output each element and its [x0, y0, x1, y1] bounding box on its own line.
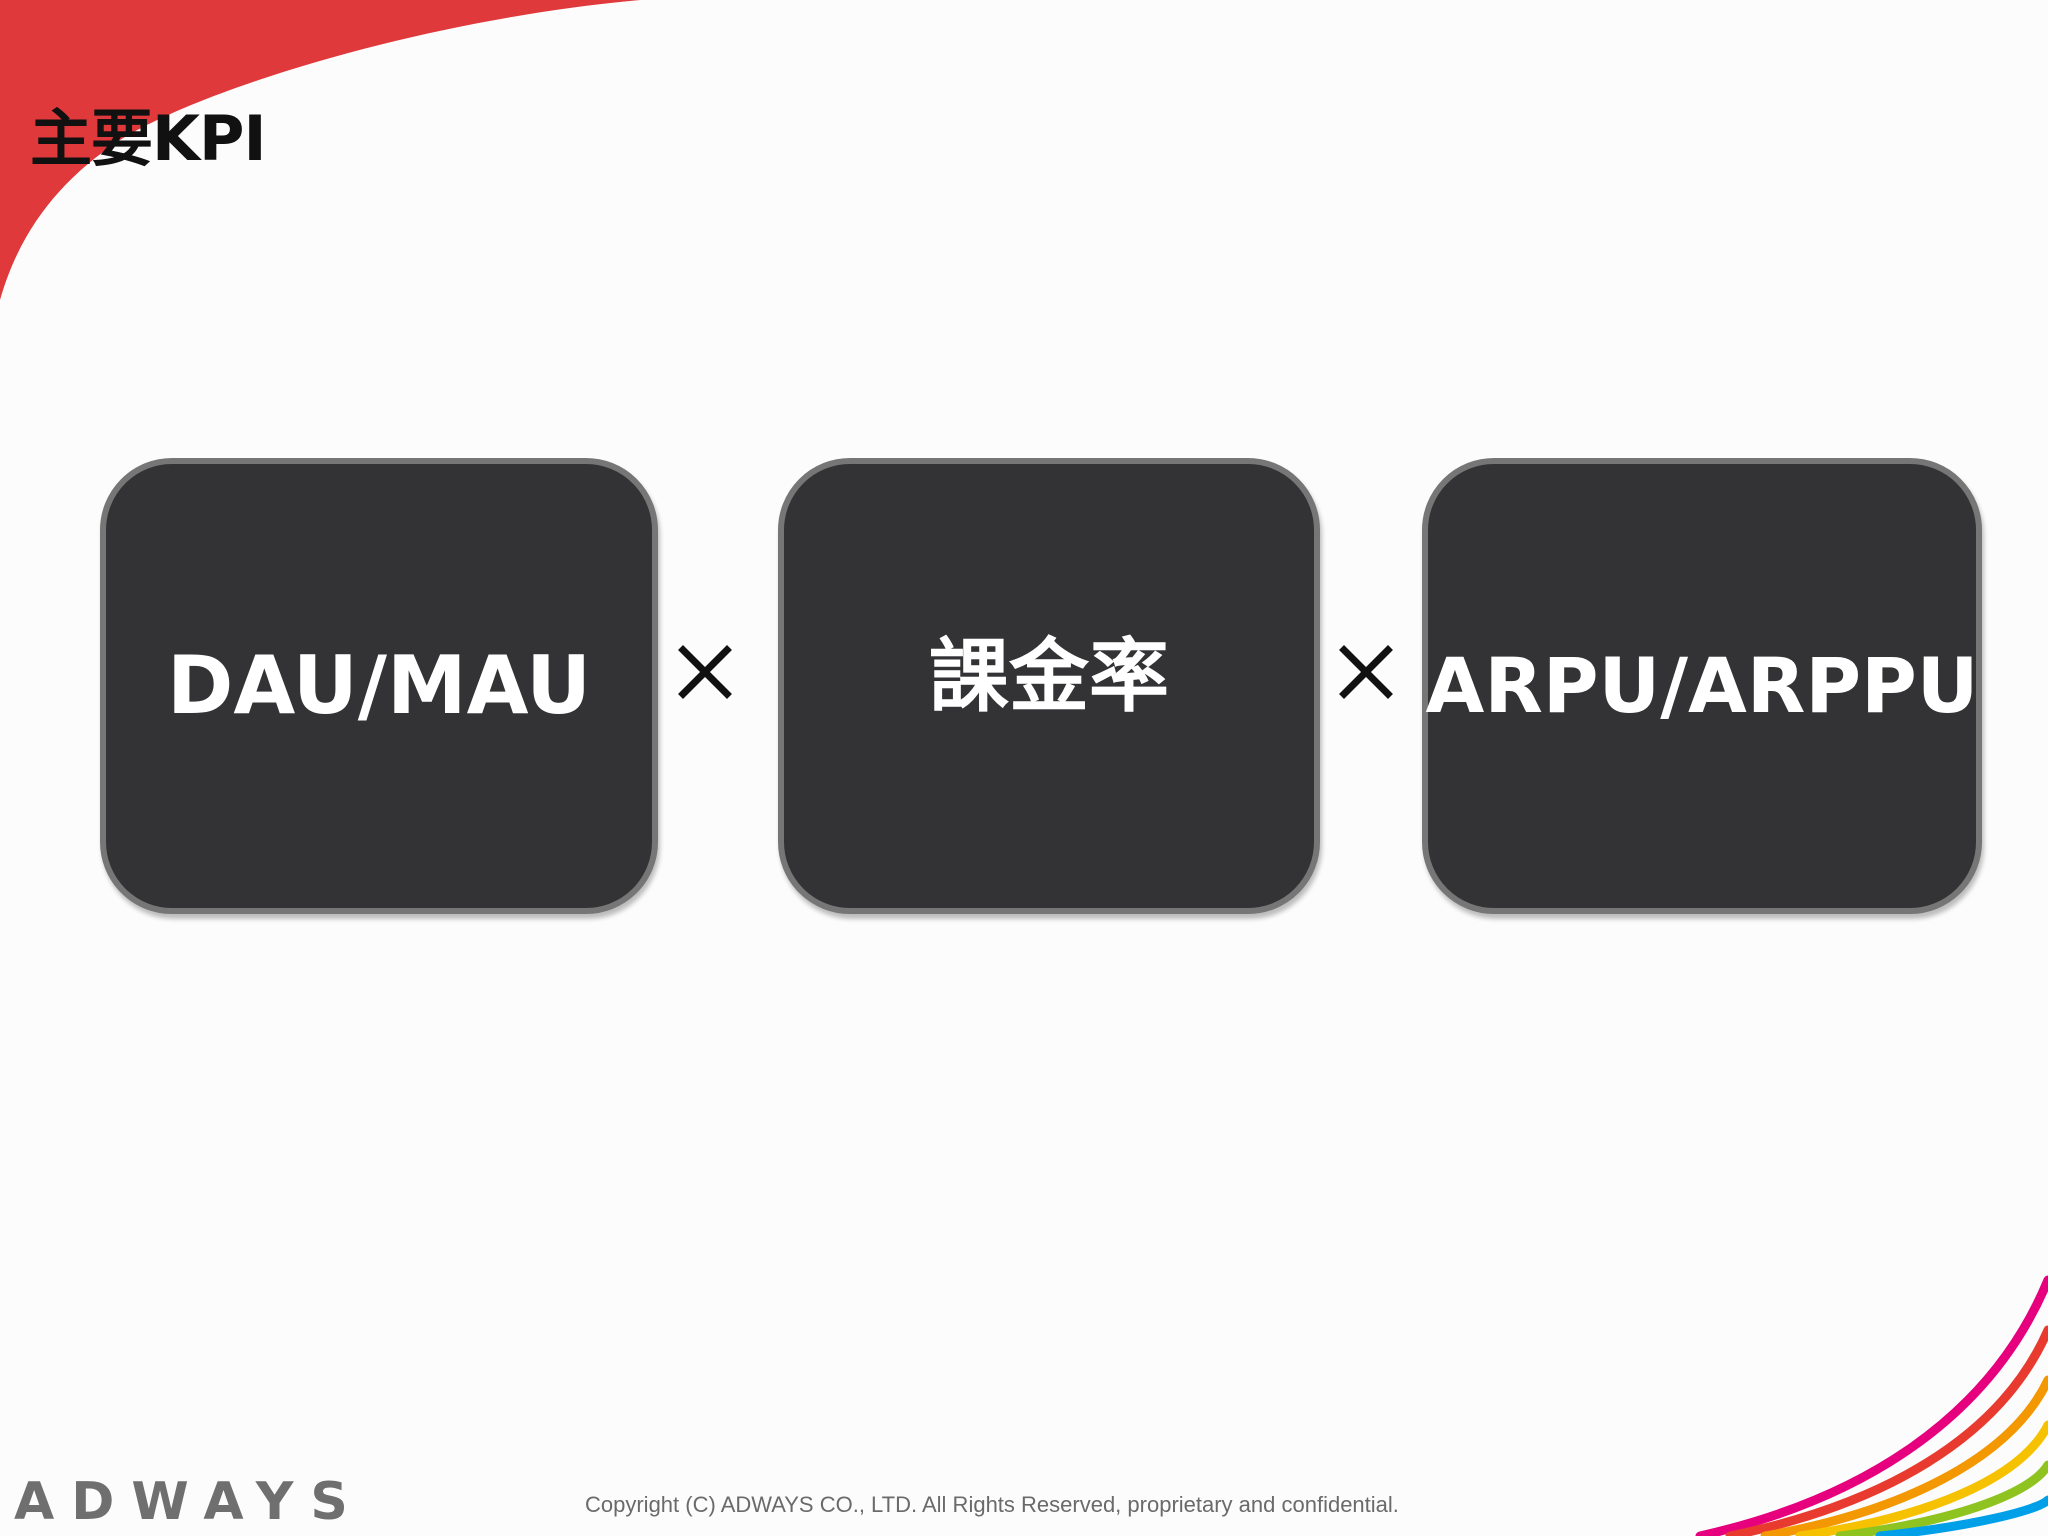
kpi-box-dau-mau: DAU/MAU [100, 458, 658, 914]
kpi-label-conversion-rate: 課金率 [929, 630, 1169, 723]
copyright-notice: Copyright (C) ADWAYS CO., LTD. All Right… [585, 1492, 1399, 1517]
red-swoosh-shape [0, 0, 640, 300]
kpi-label-arpu-arppu: ARPU/ARPPU [1425, 641, 1979, 730]
slide-title: 主要KPI [30, 102, 267, 175]
kpi-label-dau-mau: DAU/MAU [166, 639, 592, 732]
adways-logo: ADWAYS [14, 1472, 365, 1532]
kpi-box-arpu-arppu: ARPU/ARPPU [1422, 458, 1982, 914]
kpi-box-conversion-rate: 課金率 [778, 458, 1320, 914]
multiply-icon [678, 645, 732, 699]
rainbow-stripes-graphic [1695, 1275, 2048, 1536]
multiply-icon [1339, 645, 1393, 699]
